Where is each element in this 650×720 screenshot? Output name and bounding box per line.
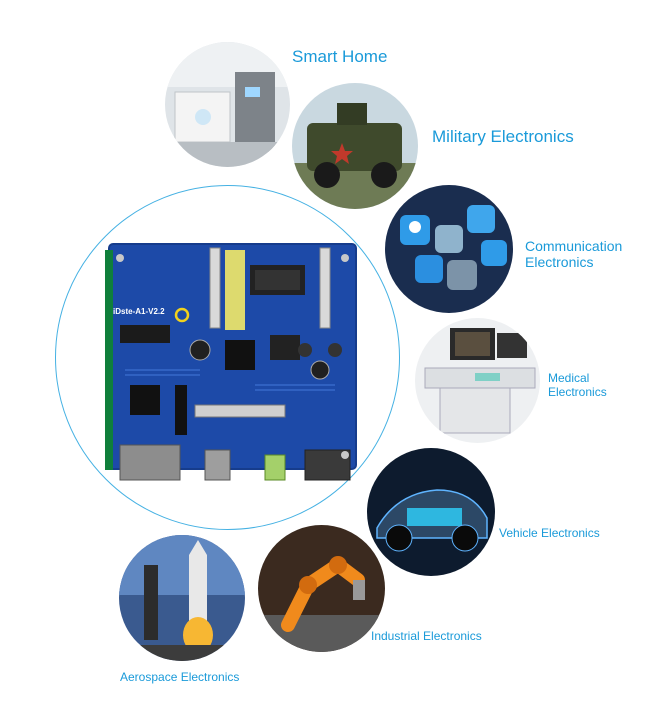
medical-image (415, 318, 540, 443)
label-communication-line2: Electronics (525, 254, 594, 271)
board-outline-ring (55, 185, 400, 530)
label-communication-line1: Communication (525, 238, 623, 254)
label-medical-line1: Medical (548, 371, 590, 385)
label-communication-electronics: Communication Electronics (525, 238, 622, 270)
communication-image (385, 185, 513, 313)
label-medical-electronics: Medical Electronics (548, 371, 607, 400)
pcb-board-image: iDste-A1-V2.2 (105, 240, 360, 485)
label-industrial-electronics: Industrial Electronics (371, 629, 482, 643)
vehicle-image (367, 448, 495, 576)
board-silkscreen-text: iDste-A1-V2.2 (113, 307, 165, 316)
smart-home-image (165, 42, 290, 167)
label-military-electronics: Military Electronics (432, 127, 574, 146)
military-image (292, 83, 418, 209)
label-medical-line2: Electronics (548, 384, 607, 399)
label-aerospace-electronics: Aerospace Electronics (120, 670, 240, 684)
label-smart-home: Smart Home (292, 47, 388, 66)
industrial-image (258, 525, 385, 652)
label-vehicle-electronics: Vehicle Electronics (499, 526, 600, 540)
aerospace-image (119, 535, 245, 661)
